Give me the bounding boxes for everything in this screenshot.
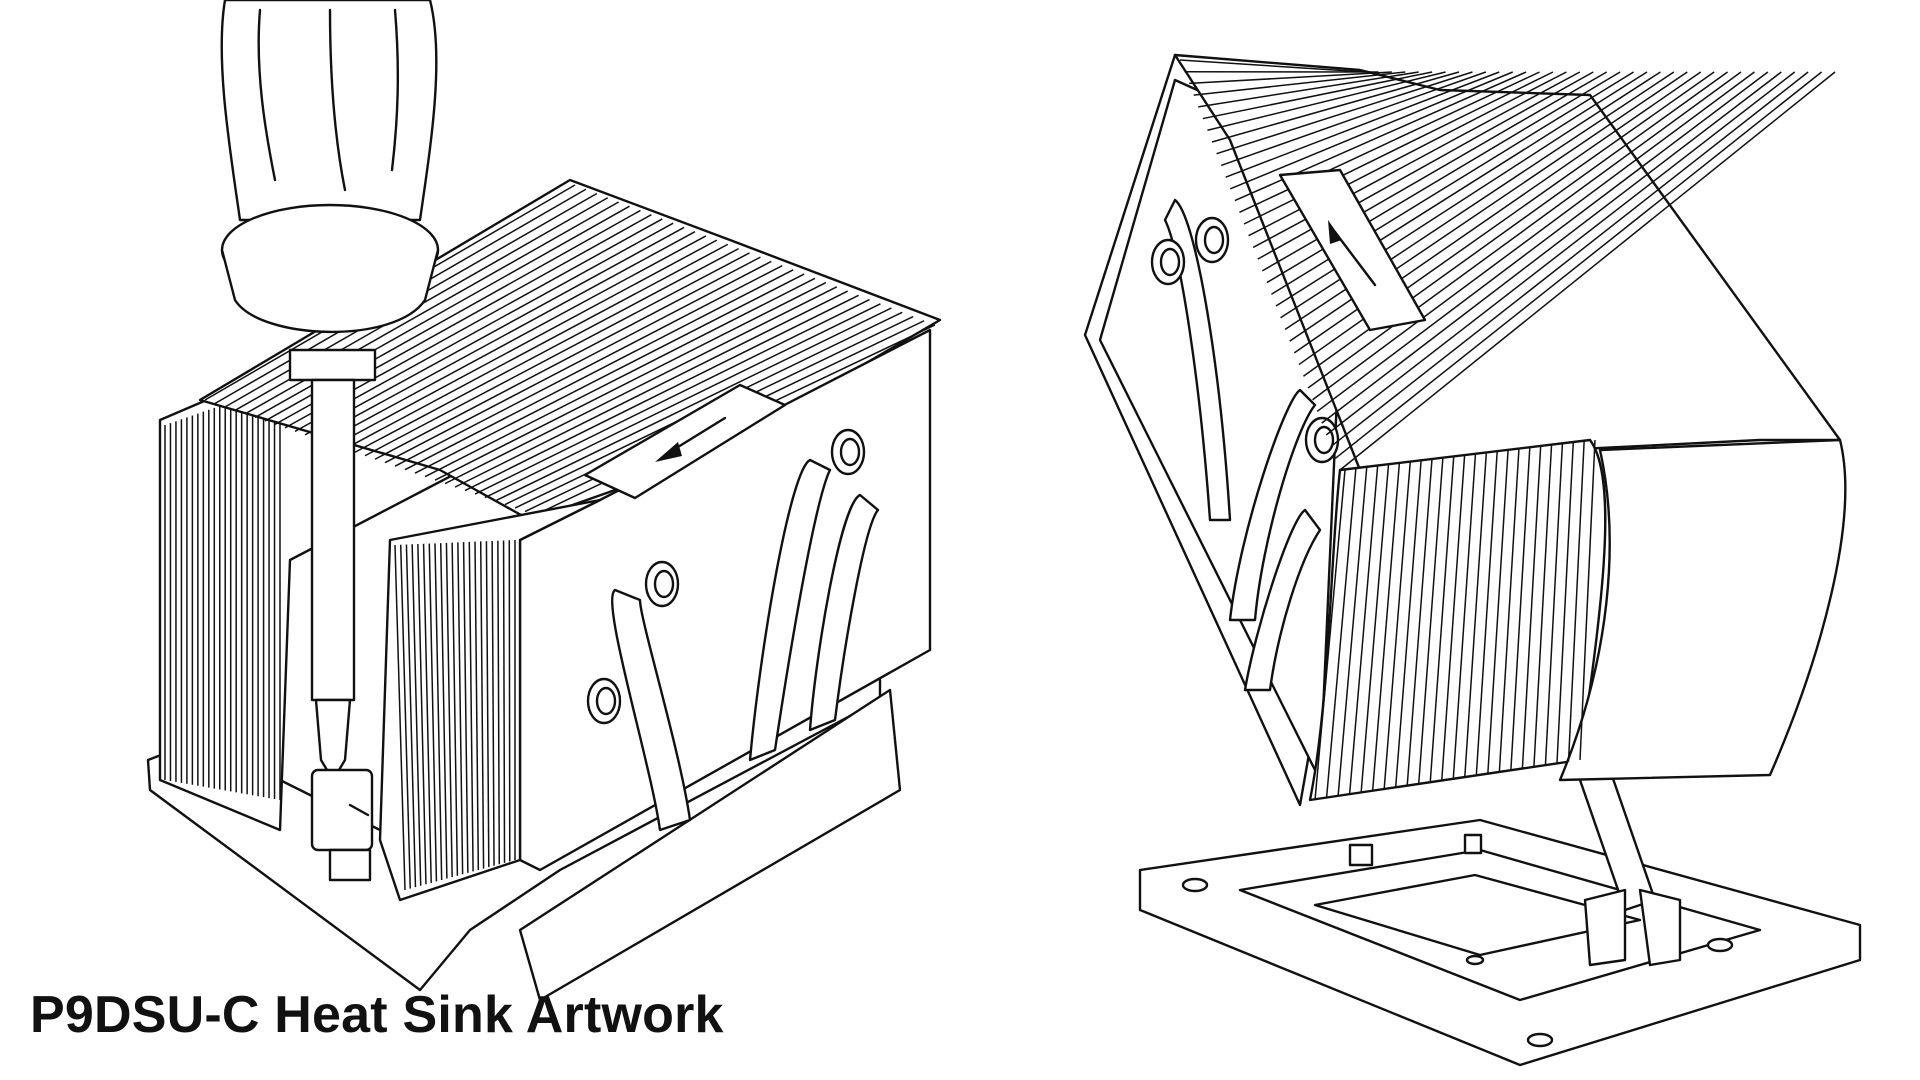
fin-line [462,542,469,873]
fin-line [344,243,729,450]
fin-line [1348,466,1379,795]
fin-line [1475,451,1498,776]
fin-line [1189,71,1392,85]
fin-line [1429,456,1455,783]
fin-line [1325,71,1796,436]
fin-line [497,540,501,865]
fin-line [1207,71,1446,132]
fin-line [474,298,870,495]
fin-line [314,231,696,439]
fin-line [1452,454,1477,780]
fin-line [454,290,849,488]
fin-line [1307,71,1742,389]
fin-line [334,239,718,446]
fin-line [1330,71,1809,448]
fin-line [474,541,480,871]
fin-line [464,294,859,492]
fin-line [444,286,838,485]
fin-line [404,269,794,471]
fin-line [1198,71,1419,108]
fin-line [1334,71,1823,459]
fin-line [1312,71,1755,401]
fin-line [384,260,772,464]
top-fin-lines [204,184,936,516]
fin-line [1225,71,1500,178]
fin-line [1216,71,1473,155]
fin-line [1211,71,1460,143]
fin-line [294,222,674,433]
fin-line [451,542,459,876]
fin-line [324,235,707,443]
fin-line [1371,463,1401,792]
fin-line [1314,469,1346,801]
heatsink-icon [146,178,942,1002]
cpu-socket-icon [1138,638,1862,1067]
fin-line [494,307,892,502]
fin-line [1464,452,1488,778]
fin-line [434,543,443,881]
fin-line [1498,449,1520,773]
fin-line [1406,459,1433,787]
fin-line [1339,71,1836,471]
fin-line [417,544,427,885]
curved-fin-lines [1314,439,1596,801]
left-fin-lines [164,385,281,800]
fin-line [1567,441,1585,762]
fin-line [1202,71,1433,120]
fin-line [428,543,438,882]
fin-line [414,273,805,474]
direction-arrow-icon [583,383,787,500]
fin-line [1510,447,1531,771]
fin-line [1533,445,1553,767]
fin-line [468,541,474,872]
fin-line [491,540,495,866]
fin-line [394,544,406,891]
fin-line [484,303,881,499]
diagram-caption: P9DSU-C Heat Sink Artwork [30,986,724,1044]
fin-line [399,544,411,889]
fin-line [1316,71,1769,413]
fin-line [304,226,685,436]
heatsink-icon [1083,53,1847,807]
fin-line [1383,462,1411,790]
fin-line [374,256,761,460]
fin-line [502,540,506,863]
fin-line [1229,71,1514,190]
fin-line [1325,468,1357,799]
fin-line [354,247,739,453]
fin-line [1193,71,1406,96]
fin-line [1556,442,1575,764]
fin-line [434,281,827,481]
fin-line [1579,439,1596,761]
fin-line [439,543,448,879]
fin-line [394,264,783,467]
fin-line [485,541,490,868]
fin-line [422,543,432,883]
direction-arrow-icon [1278,168,1427,332]
fin-line [1417,458,1444,785]
fin-line [1440,455,1466,781]
front-fin-lines [394,540,516,891]
fin-line [1360,464,1390,794]
fin-line [1220,71,1487,167]
fin-line [1521,446,1542,769]
fin-line [1487,450,1509,774]
fin-line [1394,460,1422,788]
screwdriver-icon [220,0,440,882]
fin-line [479,541,485,869]
fin-line [1544,443,1564,766]
fin-line [1321,71,1782,424]
fin-line [364,252,750,457]
fin-line [405,544,417,888]
fin-line [445,542,453,878]
fin-line [424,277,816,478]
fin-line [457,542,464,875]
fin-line [1337,467,1368,797]
fin-line [1179,59,1366,73]
fin-line [411,544,422,886]
